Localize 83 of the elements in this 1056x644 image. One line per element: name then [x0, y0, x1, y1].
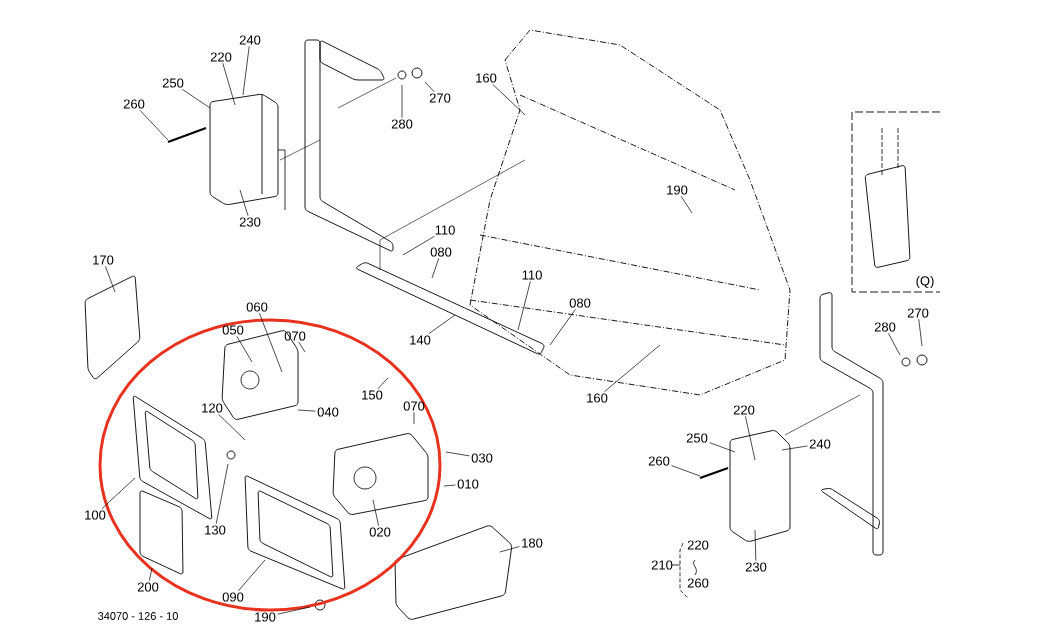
- callout-number: 140: [410, 335, 431, 345]
- leader-line: [431, 257, 440, 279]
- leader-line: [499, 546, 520, 553]
- leader-line: [401, 84, 403, 119]
- leader-line: [139, 109, 169, 141]
- callout-number: 230: [239, 217, 261, 227]
- leader-line: [377, 377, 389, 390]
- callout-number: 020: [369, 527, 391, 537]
- reference-letter: (Q): [916, 275, 934, 289]
- leader-line: [236, 335, 253, 363]
- leader-line: [402, 235, 435, 256]
- callout-number: 060: [246, 302, 268, 312]
- leader-line: [297, 409, 316, 412]
- callout-number: 110: [522, 270, 542, 280]
- callout-number: 190: [255, 612, 276, 622]
- callout-number: 280: [874, 322, 896, 332]
- leader-line: [517, 280, 531, 331]
- leader-line: [918, 318, 923, 347]
- callout-number: 270: [907, 308, 929, 318]
- callout-number: 100: [85, 510, 106, 520]
- callout-number: 240: [809, 439, 831, 449]
- leader-line: [372, 499, 379, 527]
- leader-line: [424, 81, 435, 93]
- leader-line: [413, 411, 415, 425]
- leader-line: [242, 45, 250, 96]
- leader-line: [222, 62, 236, 106]
- callout-number: 030: [471, 453, 493, 463]
- leader-line: [709, 442, 736, 453]
- callout-number: 220: [733, 405, 755, 415]
- leader-line: [428, 314, 456, 335]
- leader-line: [680, 195, 693, 214]
- callout-number: 110: [435, 225, 455, 235]
- leader-line: [238, 559, 266, 592]
- leader-line: [604, 344, 661, 393]
- leader-line: [754, 529, 757, 562]
- callout-number: 090: [222, 592, 244, 602]
- leader-line: [239, 189, 249, 217]
- leader-line: [443, 484, 456, 487]
- leader-line: [492, 83, 526, 116]
- leader-line: [781, 445, 808, 451]
- callout-number: 080: [569, 298, 591, 308]
- leader-line: [277, 606, 311, 615]
- leader-line: [745, 415, 756, 461]
- callout-number: 230: [745, 562, 767, 572]
- callout-number: 200: [137, 582, 159, 592]
- callout-number: 040: [317, 407, 339, 417]
- leader-line: [218, 413, 246, 441]
- callout-number: 130: [205, 525, 226, 535]
- callout-number: 080: [430, 247, 452, 257]
- callout-number: 050: [222, 325, 244, 335]
- callout-number: 070: [284, 331, 306, 341]
- callout-number: 160: [587, 393, 608, 403]
- leader-line: [215, 463, 229, 525]
- callout-number: 250: [162, 78, 184, 88]
- callout-number: 280: [391, 119, 413, 129]
- leader-line: [549, 308, 576, 346]
- drawing-number: 34070 - 126 - 10: [98, 612, 178, 620]
- callout-number: 240: [239, 35, 261, 45]
- callout-number: 070: [403, 401, 425, 411]
- callout-number: 120: [202, 403, 223, 413]
- callout-number: 160: [476, 73, 497, 83]
- callout-number: 260: [123, 99, 145, 109]
- leader-line: [671, 465, 701, 477]
- leader-line: [149, 567, 153, 582]
- callout-number: 270: [429, 93, 451, 103]
- callout-number: 150: [362, 390, 383, 400]
- leader-line: [888, 332, 901, 356]
- callout-number: 260: [648, 456, 670, 466]
- callout-number: 180: [522, 538, 543, 548]
- leader-line: [259, 312, 283, 373]
- callout-number: 220: [687, 540, 709, 550]
- callout-number: 250: [686, 433, 708, 443]
- leader-line: [105, 265, 116, 293]
- callout-number: 190: [667, 185, 688, 195]
- leader-line: [445, 451, 470, 457]
- callout-number: 210: [651, 560, 673, 570]
- callout-number: 010: [457, 479, 479, 489]
- leader-line: [101, 477, 136, 510]
- callout-number: 260: [687, 578, 709, 588]
- leader-line: [298, 341, 306, 353]
- callout-number: 170: [93, 255, 114, 265]
- callout-number: 220: [210, 52, 232, 62]
- leader-line: [182, 88, 211, 109]
